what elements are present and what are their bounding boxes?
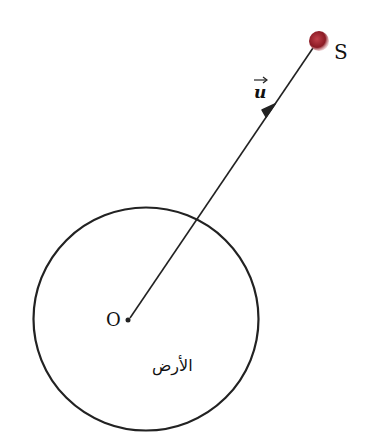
star-dot bbox=[309, 31, 329, 51]
vector-arrow-head bbox=[263, 77, 267, 83]
center-label: O bbox=[106, 311, 121, 329]
star-label: S bbox=[334, 42, 348, 62]
center-dot bbox=[126, 318, 131, 323]
vector-label: u bbox=[254, 84, 266, 101]
direction-line bbox=[130, 48, 313, 318]
earth-label: الأرض bbox=[152, 358, 193, 374]
earth-outline bbox=[32, 206, 260, 432]
earth-circle: الأرض bbox=[32, 206, 260, 432]
earth-outline-ellipse bbox=[34, 208, 259, 431]
arrow-head bbox=[262, 104, 275, 117]
vector-arrow bbox=[254, 79, 266, 80]
